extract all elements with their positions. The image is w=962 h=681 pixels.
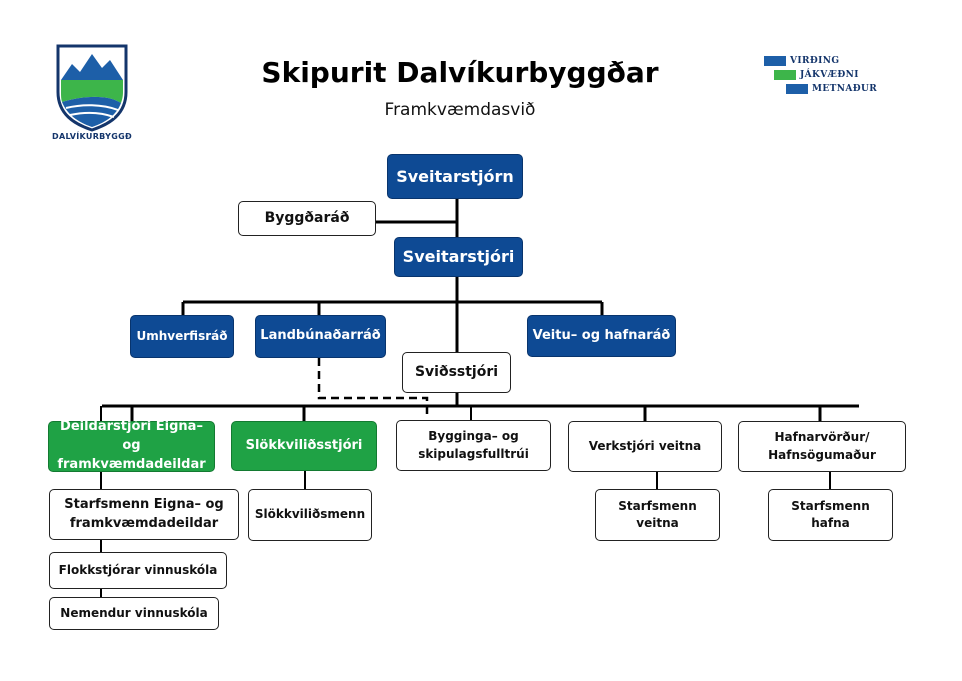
page-title: Skipurit Dalvíkurbyggðar (261, 56, 659, 89)
dalvikurbyggd-logo-icon (56, 44, 128, 132)
value-bar-icon (764, 56, 786, 66)
node-starfsmenn-veitna: Starfsmenn veitna (595, 489, 720, 541)
node-umhverfisrad: Umhverfisráð (130, 315, 234, 358)
value-label: VIRÐING (790, 56, 840, 66)
node-byggdarad: Byggðaráð (238, 201, 376, 236)
value-bar-icon (786, 84, 808, 94)
node-landbunadarrad: Landbúnaðarráð (255, 315, 386, 358)
node-hafnarvordur: Hafnarvörður/ Hafnsögumaður (738, 421, 906, 472)
node-flokkstjorar: Flokkstjórar vinnuskóla (49, 552, 227, 589)
node-starfsmenn-hafna: Starfsmenn hafna (768, 489, 893, 541)
node-verkstjori-veitna: Verkstjóri veitna (568, 421, 722, 472)
node-nemendur: Nemendur vinnuskóla (49, 597, 219, 630)
dashed-connector (317, 358, 429, 418)
node-slokkvilidsstjori: Slökkviliðsstjóri (231, 421, 377, 471)
value-virding: VIRÐING (764, 55, 839, 67)
logo-text: DALVÍKURBYGGÐ (52, 132, 132, 141)
page-subtitle: Framkvæmdasvið (384, 100, 536, 120)
node-deildarstjori: Deildarstjóri Eigna– og framkvæmdadeilda… (48, 419, 215, 472)
value-metnadur: METNAÐUR (786, 83, 877, 95)
node-sveitarstjori: Sveitarstjóri (394, 237, 523, 277)
node-slokkvilidsmenn: Slökkviliðsmenn (248, 489, 372, 541)
node-sveitarstjorn: Sveitarstjórn (387, 154, 523, 199)
node-bygginga-fulltrui: Bygginga– og skipulagsfulltrúi (396, 420, 551, 471)
node-svidsstjori: Sviðsstjóri (402, 352, 511, 393)
value-label: METNAÐUR (812, 84, 878, 94)
node-starfsmenn-eigna: Starfsmenn Eigna– og framkvæmdadeildar (49, 489, 239, 540)
node-veitu-hafnarad: Veitu– og hafnaráð (527, 315, 676, 357)
value-label: JÁKVÆÐNI (800, 70, 859, 80)
value-jakvaedni: JÁKVÆÐNI (774, 69, 859, 81)
value-bar-icon (774, 70, 796, 80)
